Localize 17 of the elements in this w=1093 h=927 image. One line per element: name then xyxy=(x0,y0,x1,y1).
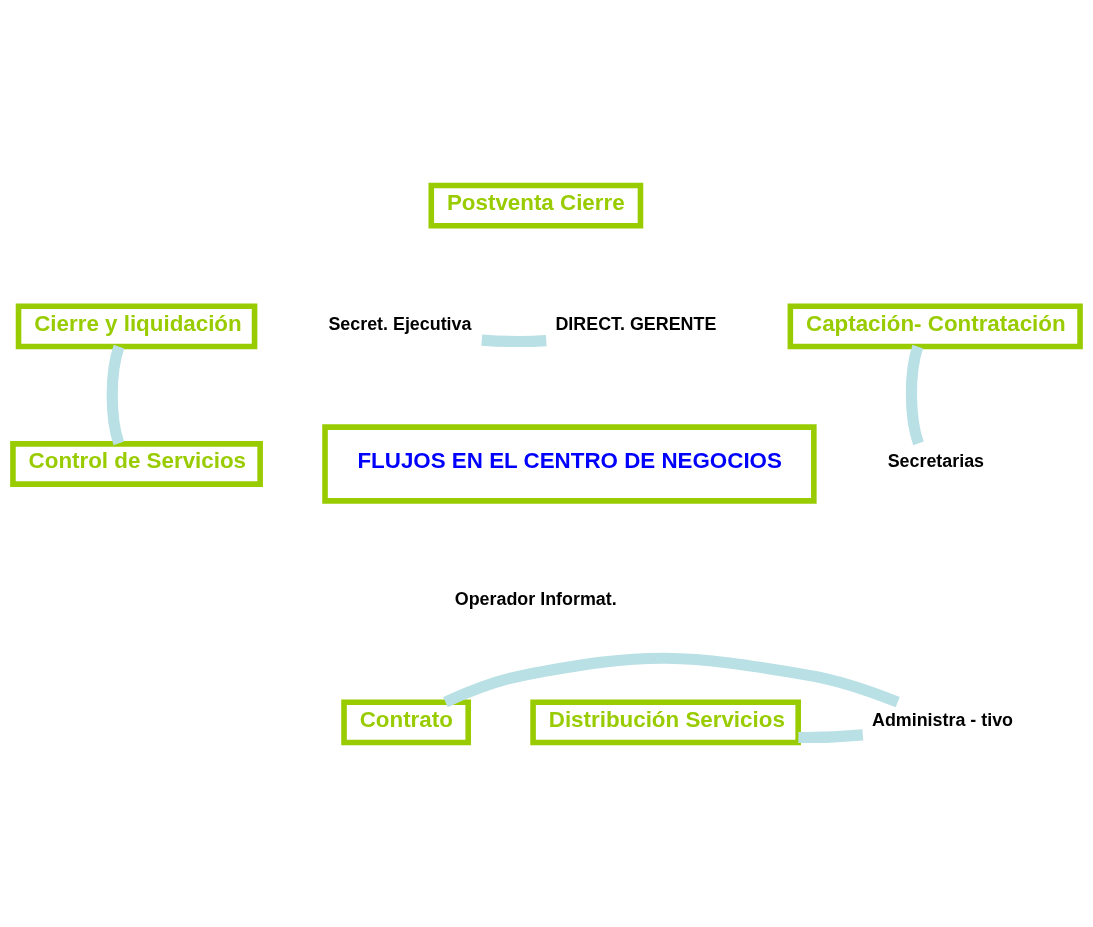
node-box: Contrato xyxy=(341,698,471,745)
node-box: FLUJOS EN EL CENTRO DE NEGOCIOS xyxy=(322,423,817,504)
node-text: DIRECT. GERENTE xyxy=(555,313,717,334)
connector xyxy=(798,728,864,743)
connector xyxy=(106,344,125,445)
node-box: Captación- Contratación xyxy=(787,303,1083,349)
node-box: Distribución Servicios xyxy=(530,698,801,745)
node-box: Control de Servicios xyxy=(10,440,263,487)
node-box: Postventa Cierre xyxy=(428,182,644,229)
node-text: Operador Informat. xyxy=(454,588,617,609)
node-text: Secretarias xyxy=(887,450,985,471)
node-text: Secret. Ejecutiva xyxy=(328,313,472,334)
node-box: Cierre y liquidación xyxy=(15,303,258,349)
node-text: Administra - tivo xyxy=(872,709,1014,730)
connector xyxy=(905,344,924,445)
connector xyxy=(481,334,547,347)
connector xyxy=(443,652,900,707)
